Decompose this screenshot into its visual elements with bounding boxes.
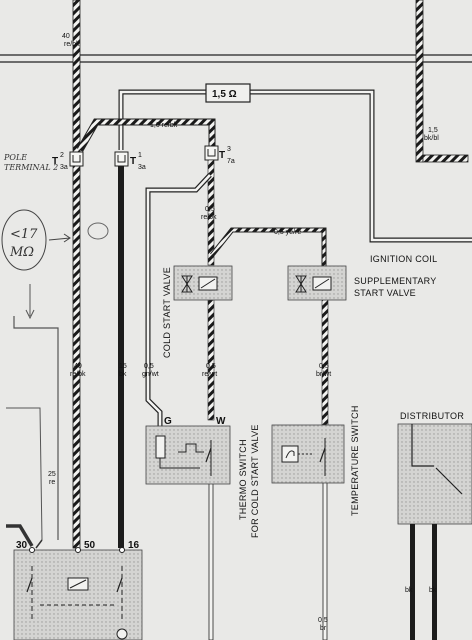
temperature-switch-label: TEMPERATURE SWITCH [350,405,360,516]
connector-t3a-2-sub: 3a [60,164,68,171]
wire-ye-re [210,227,327,268]
connector-t7a-3-sub: 7a [227,158,235,165]
cold-start-feed-wire [207,159,215,640]
connector-t3a-1-sub: 3a [138,164,146,171]
connector-t3a-1-sup: 1 [138,152,142,159]
low-05-c-color: br/wt [316,371,331,378]
low-15: 15 [119,363,127,370]
handwritten-resistance-2: MΩ [9,245,34,260]
connector-t3a-2 [69,151,84,167]
right-wire-gauge: 1,5 [428,127,438,134]
cold-valve-in-gauge: 0,5 [205,206,215,213]
top-left-gauge: 40 [62,33,70,40]
supplementary-start-valve [287,265,347,301]
left-25-color: re [49,479,55,486]
low-05-c: 0,5 [319,363,329,370]
terminal-g: G [164,416,172,427]
handwritten-pole-2: TERMINAL 2 [4,163,58,172]
low-05-b: 0,5 [206,363,216,370]
supplementary-valve-label-1: SUPPLEMENTARY [354,276,437,286]
top-bar-gauge: 1,0 re/bk [150,122,178,129]
connector-t3a-2-sup: 2 [60,152,64,159]
thermo-switch-label-2: FOR COLD START VALVE [250,424,260,538]
starter-relay [13,547,143,640]
connector-t3a-2-main: T [52,156,58,167]
connector-t7a-3-main: T [219,150,225,161]
distributor-wire-bk-2: bk [429,587,437,594]
top-left-color: re/bk [64,41,80,48]
wire-gn-wt [145,173,212,428]
temperature-switch [271,424,345,484]
thermo-switch [145,425,231,485]
low-05-a-color: gn/wt [142,371,159,378]
low-40: 40 [74,363,82,370]
fuse-loop-wire [118,89,472,243]
connector-t3a-1 [114,151,129,167]
main-wire-re-bk [72,0,81,549]
connector-t7a-3-sup: 3 [227,146,231,153]
supp-bar-gauge: 0,5 ye/re [274,229,301,236]
resistor-box [205,83,251,103]
handwritten-resistance-1: <17 [10,227,38,242]
relay-terminal-30: 30 [16,540,28,551]
right-wire-color: bk/bl [424,135,439,142]
connector-t3a-1-main: T [130,156,136,167]
right-wire-bk-bl [415,0,469,163]
left-25: 25 [48,471,56,478]
low-40-color: re/bk [70,371,86,378]
low-05-a: 0,5 [144,363,154,370]
handwritten-pole-1: POLE [3,153,27,162]
bottom-05: 0,5 [318,617,328,624]
distributor-wire-bk-1: bk [405,587,413,594]
connector-bar-wire [76,118,216,152]
thermo-switch-label-1: THERMO SWITCH [238,439,248,520]
low-05-b-color: re/wt [202,371,217,378]
cold-valve-in-color: re/bk [201,214,217,221]
terminal-w: W [216,416,226,427]
wire-bk-15 [118,166,124,548]
low-15-color: bk [119,371,127,378]
connector-t7a-3 [204,145,219,161]
bottom-05-color: br [320,625,327,632]
cold-start-valve-label: COLD START VALVE [162,267,172,358]
distributor [397,423,472,640]
relay-terminal-50: 50 [84,540,96,551]
cold-start-valve [173,265,233,301]
supplementary-valve-label-2: START VALVE [354,288,416,298]
ignition-coil-label: IGNITION COIL [370,254,437,264]
fuse-label: 1,5 Ω [212,89,237,100]
relay-terminal-16: 16 [128,540,140,551]
top-bus [0,54,472,63]
distributor-label: DISTRIBUTOR [400,411,464,421]
handwritten-annotations [1,209,109,549]
